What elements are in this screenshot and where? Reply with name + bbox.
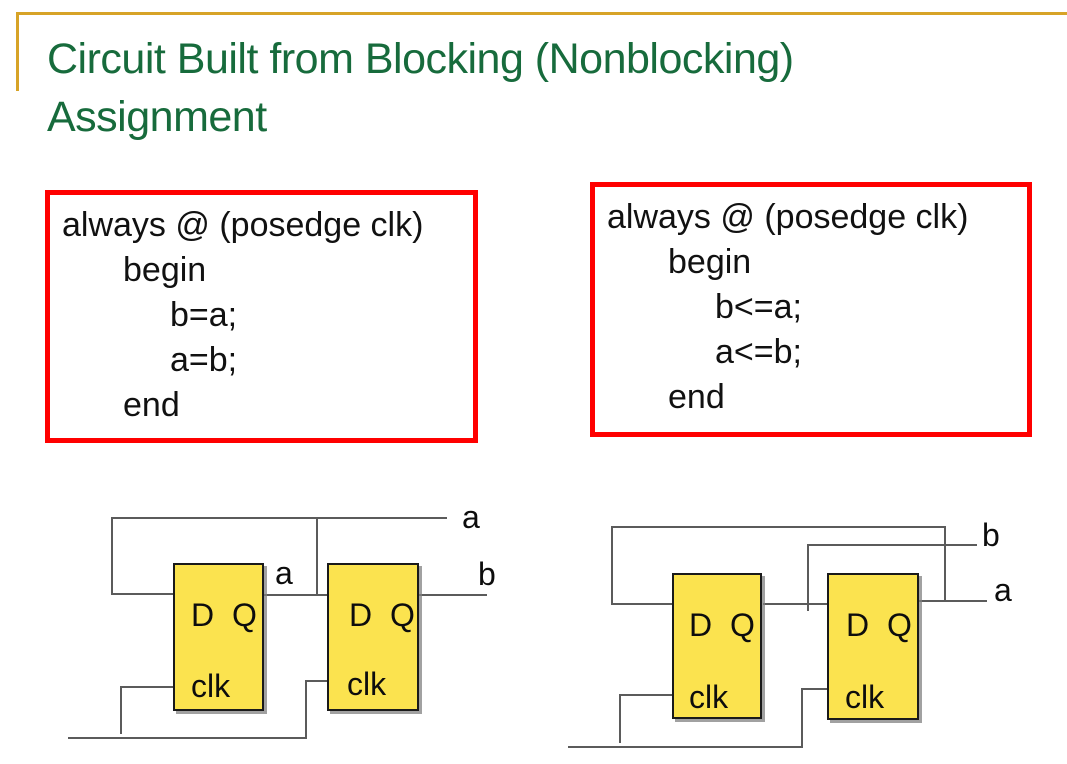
code-line: always @ (posedge clk) <box>62 206 424 244</box>
ff1-clk-label: clk <box>689 679 729 715</box>
net-label-a-out: a <box>994 572 1012 608</box>
page-title: Circuit Built from Blocking (Nonblocking… <box>47 30 1037 146</box>
ff2-d-label: D <box>846 607 869 643</box>
code-line: begin <box>668 243 752 281</box>
code-box-nonblocking: always @ (posedge clk) begin b<=a; a<=b;… <box>590 182 1032 437</box>
ff1-q-label: Q <box>232 597 257 633</box>
flipflop-2 <box>827 573 919 720</box>
wire-clk-bus <box>68 680 328 739</box>
flipflop-1 <box>173 563 264 711</box>
code-line: end <box>668 378 725 416</box>
flipflop-2 <box>327 563 419 711</box>
wire-clk-bus <box>568 688 828 748</box>
code-line: always @ (posedge clk) <box>607 198 969 236</box>
circuit-diagram-blocking: D Q clk D Q clk a a b <box>68 499 496 739</box>
ff1-d-label: D <box>191 597 214 633</box>
wire-net-a-feedback <box>611 526 946 605</box>
wire-clk-stub-ff1 <box>619 694 673 743</box>
ff1-d-label: D <box>689 607 712 643</box>
net-label-a-top: a <box>462 499 480 535</box>
page-title-line1: Circuit Built from Blocking (Nonblocking… <box>47 35 794 83</box>
code-line: a<=b; <box>715 333 802 371</box>
circuit-diagram-nonblocking: D Q clk D Q clk b a <box>568 517 1012 748</box>
code-line: begin <box>123 251 207 289</box>
accent-line-left <box>16 12 19 91</box>
ff2-clk-label: clk <box>845 679 885 715</box>
code-box-blocking: always @ (posedge clk) begin b=a; a=b; e… <box>45 190 478 443</box>
ff2-q-label: Q <box>390 597 415 633</box>
ff2-q-label: Q <box>887 607 912 643</box>
flipflop-1 <box>672 573 762 719</box>
code-line: end <box>123 386 180 424</box>
wire-net-a-feedback <box>111 517 447 595</box>
ff1-clk-label: clk <box>191 668 231 704</box>
code-line: b<=a; <box>715 288 802 326</box>
net-label-b: b <box>982 517 1000 553</box>
code-line: b=a; <box>170 296 238 334</box>
page-title-line2: Assignment <box>47 93 267 141</box>
net-label-b-out: b <box>478 556 496 592</box>
net-label-a-mid: a <box>275 555 293 591</box>
ff2-clk-label: clk <box>347 666 387 702</box>
code-line: a=b; <box>170 341 238 379</box>
accent-line-top <box>16 12 1067 15</box>
ff1-q-label: Q <box>730 607 755 643</box>
wire-clk-stub-ff1 <box>120 686 174 734</box>
ff2-d-label: D <box>349 597 372 633</box>
wire-net-b-feedback <box>807 544 977 611</box>
